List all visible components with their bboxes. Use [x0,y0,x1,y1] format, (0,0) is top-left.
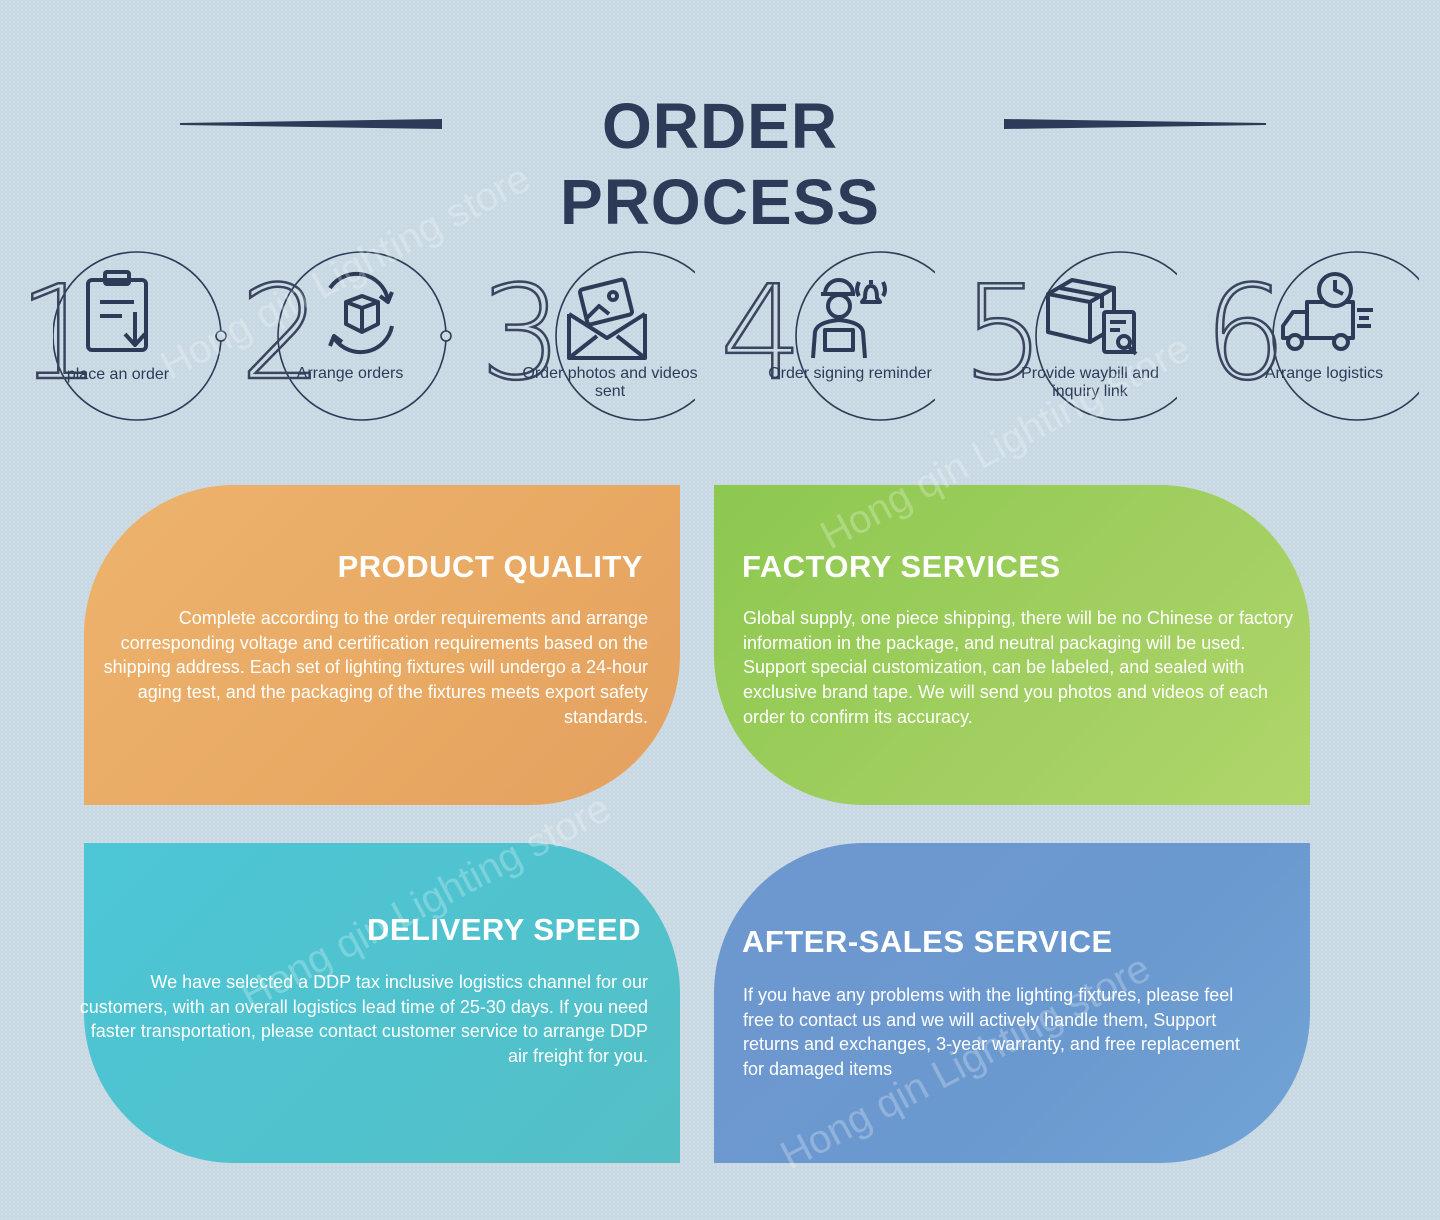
step-label: Arrange orders [296,365,404,382]
step-number: 3 [479,257,564,409]
step-6: 6 Arrange logistics [1203,248,1424,428]
step-ring [53,251,227,421]
delivery-speed-card: DELIVERY SPEED We have selected a DDP ta… [80,843,680,1163]
step-ring [277,251,452,421]
card-text: Complete according to the order requirem… [103,608,648,727]
step-4: 4 Order signing reminder [719,248,940,428]
card-text: If you have any problems with the lighti… [743,985,1240,1080]
after-sales-card: AFTER-SALES SERVICE If you have any prob… [714,843,1310,1163]
card-text: Global supply, one piece shipping, there… [743,608,1293,727]
truck-clock-icon [1281,272,1373,351]
page-title: ORDER PROCESS [560,90,880,238]
step-label: Provide waybill and inquiry link [1021,365,1159,400]
step-3: 3 Order photos and videos sent [479,248,700,428]
step-label: Arrange logistics [1264,365,1384,382]
step-5: 5 Provide waybill and inquiry link [961,248,1182,428]
card-title: AFTER-SALES SERVICE [742,924,1113,959]
card-text: We have selected a DDP tax inclusive log… [79,972,648,1067]
clipboard-icon [86,270,148,352]
step-label: place an order [66,366,170,383]
step-number: 6 [1203,257,1288,409]
title-divider-left [180,119,442,129]
step-ring [555,251,695,421]
package-document-icon [1046,278,1138,356]
step-number: 4 [719,257,804,409]
card-title: PRODUCT QUALITY [337,549,643,584]
step-2: 2 Arrange orders [239,248,460,428]
step-1: 1 place an order [17,248,238,428]
product-quality-card: PRODUCT QUALITY Complete according to th… [84,485,680,805]
step-label: Order signing reminder [768,365,932,382]
card-title: DELIVERY SPEED [366,912,641,947]
photo-envelope-icon [567,277,647,360]
factory-services-card: FACTORY SERVICES Global supply, one piec… [714,485,1310,805]
step-number: 2 [239,257,324,409]
box-cycle-icon [328,271,394,355]
title-divider-right [1004,119,1266,129]
card-title: FACTORY SERVICES [742,549,1061,584]
page-header: ORDER PROCESS [0,88,1440,238]
courier-bell-icon [811,278,887,359]
step-label: Order photos and videos sent [522,365,698,400]
step-ring [1035,251,1177,421]
step-ring [795,251,935,421]
step-number: 5 [961,257,1046,409]
step-ring [1272,251,1419,421]
